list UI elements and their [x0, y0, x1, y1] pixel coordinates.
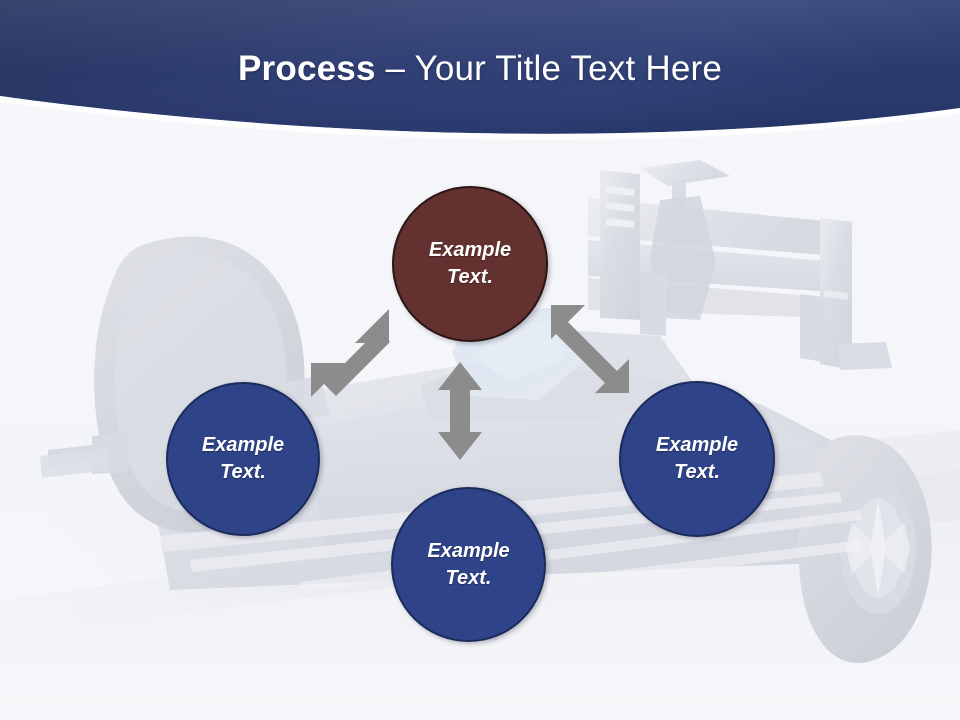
connector-center-vertical-double-arrow: [438, 362, 482, 460]
page-title-separator: –: [375, 49, 415, 88]
connector-top-left-double-arrow: [311, 309, 390, 397]
connector-top-right-double-arrow: [551, 305, 629, 393]
page-title: Process – Your Title Text Here: [0, 48, 960, 90]
process-node-top-label: Example Text.: [428, 239, 512, 288]
process-node-left[interactable]: Example Text.: [166, 382, 320, 536]
process-node-top[interactable]: Example Text.: [392, 186, 548, 342]
page-title-bold: Process: [238, 49, 376, 88]
process-node-left-label: Example Text.: [201, 434, 285, 483]
process-node-right[interactable]: Example Text.: [619, 381, 775, 537]
process-node-right-label: Example Text.: [655, 434, 739, 483]
header-banner: [0, 0, 960, 140]
process-node-bottom[interactable]: Example Text.: [391, 487, 546, 642]
process-node-bottom-label: Example Text.: [427, 539, 510, 589]
page-title-rest: Your Title Text Here: [414, 49, 722, 88]
